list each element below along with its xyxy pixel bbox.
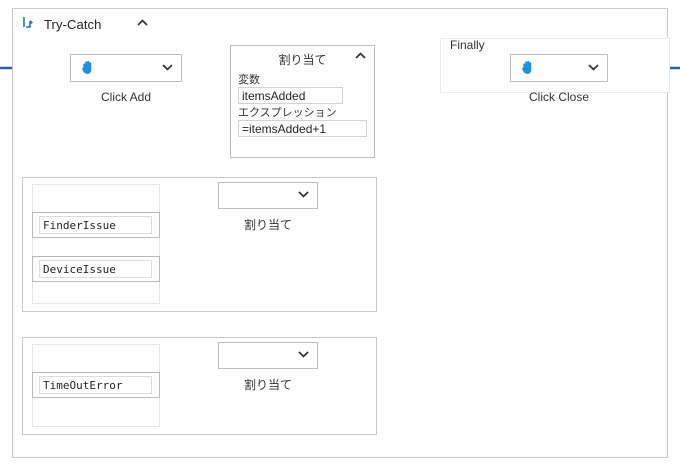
node-assign-catch-1[interactable] <box>218 182 318 209</box>
node-assign-catch-1-caption: 割り当て <box>243 218 292 232</box>
try-catch-header[interactable]: Try-Catch <box>22 14 101 34</box>
exception-chip[interactable]: DeviceIssue <box>32 256 160 282</box>
node-assign-catch-2-caption: 割り当て <box>243 378 292 392</box>
node-click-add-caption: Click Add <box>100 90 152 104</box>
node-click-close-caption: Click Close <box>528 90 589 104</box>
chevron-down-icon[interactable] <box>298 350 309 361</box>
node-click-close[interactable] <box>510 54 608 82</box>
exception-chip[interactable]: TimeOutError <box>32 372 160 398</box>
exception-chip[interactable]: FinderIssue <box>32 212 160 238</box>
chevron-down-icon[interactable] <box>162 63 173 74</box>
exception-name[interactable]: DeviceIssue <box>39 260 152 278</box>
node-click-add[interactable] <box>70 54 182 82</box>
expression-input[interactable]: =itemsAdded+1 <box>238 120 367 137</box>
assign-title: 割り当て <box>278 53 327 67</box>
catch-block-1-exception-list <box>32 184 160 304</box>
exception-name[interactable]: FinderIssue <box>39 216 152 234</box>
chevron-down-icon[interactable] <box>298 190 309 201</box>
chevron-up-icon[interactable] <box>355 51 366 63</box>
exception-name[interactable]: TimeOutError <box>39 376 152 394</box>
hand-click-icon <box>79 59 97 77</box>
hand-click-icon <box>519 59 537 77</box>
try-catch-title: Try-Catch <box>44 16 102 32</box>
variable-label: 変数 <box>238 74 260 86</box>
expression-label: エクスプレッション <box>238 107 337 119</box>
try-catch-icon <box>22 16 38 32</box>
variable-input[interactable]: itemsAdded <box>238 87 343 104</box>
node-assign-expanded[interactable]: 割り当て 変数 itemsAdded エクスプレッション =itemsAdded… <box>230 45 375 158</box>
chevron-down-icon[interactable] <box>588 63 599 74</box>
finally-label: Finally <box>450 38 485 52</box>
chevron-up-icon[interactable] <box>132 14 152 32</box>
node-assign-catch-2[interactable] <box>218 342 318 369</box>
